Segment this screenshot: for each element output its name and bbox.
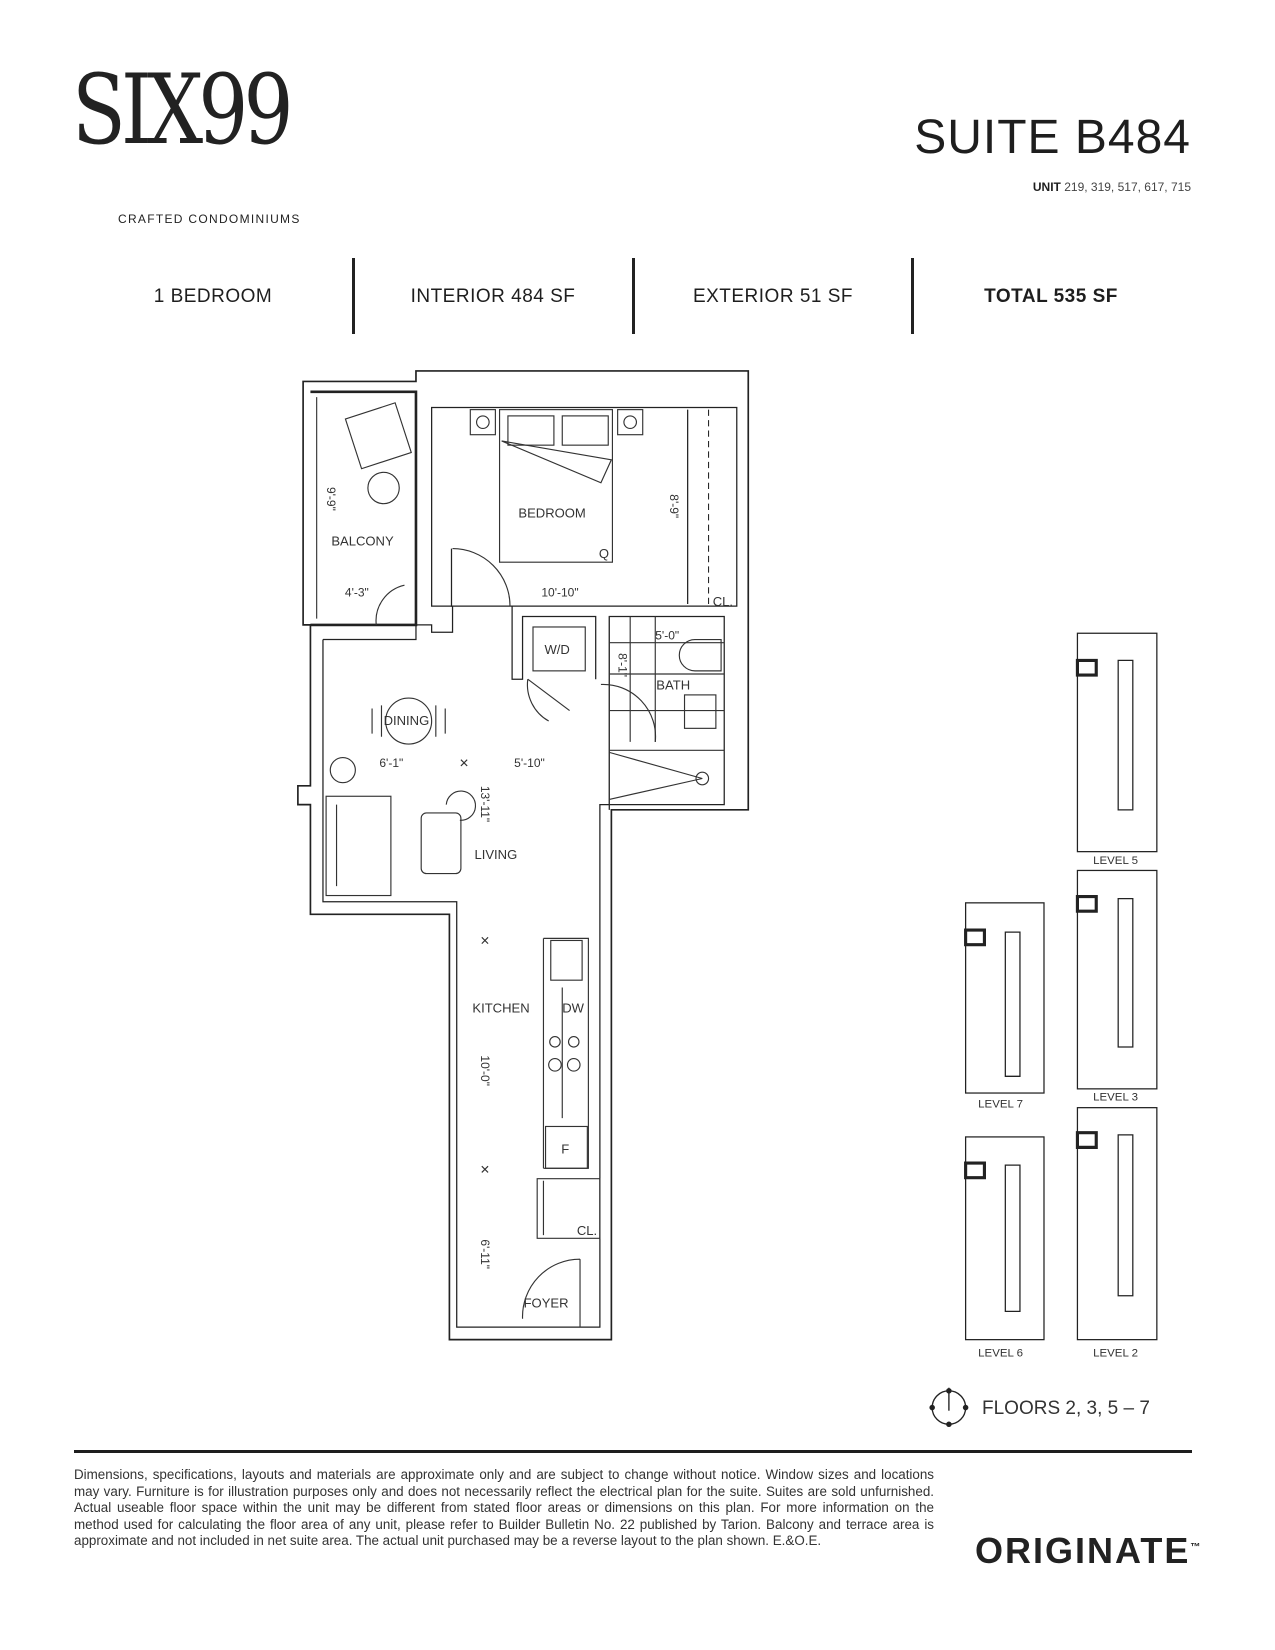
- label-balcony: BALCONY: [331, 533, 394, 548]
- unit-values: 219, 319, 517, 617, 715: [1064, 180, 1191, 194]
- label-living: LIVING: [474, 847, 517, 862]
- dim-bath-h: 8'-1": [616, 653, 630, 677]
- developer-name: ORIGINATE: [975, 1530, 1191, 1571]
- dim-balcony-w: 4'-3": [345, 586, 369, 600]
- six99-logo: SIX99: [72, 54, 294, 166]
- dim-balcony-h: 9'-9": [324, 487, 338, 511]
- key-plan-level-3: [1075, 869, 1158, 1090]
- stat-interior: INTERIOR 484 SF: [410, 286, 576, 307]
- floors-applicable: FLOORS 2, 3, 5 – 7: [982, 1398, 1150, 1419]
- stat-divider: [352, 258, 355, 334]
- label-level-6: LEVEL 6: [978, 1347, 1023, 1359]
- walls: [297, 370, 750, 1341]
- dim-kitchen-h: 10'-0": [478, 1055, 492, 1086]
- label-bath: BATH: [656, 678, 690, 693]
- key-plan-level-2: [1075, 1107, 1158, 1341]
- label-closet: CL.: [713, 594, 733, 609]
- dim-foyer-h: 6'-11": [478, 1239, 492, 1269]
- label-closet-foyer: CL.: [577, 1223, 597, 1238]
- label-wd: W/D: [544, 642, 569, 657]
- stat-total: TOTAL 535 SF: [984, 286, 1118, 307]
- furniture: [325, 402, 725, 1328]
- stat-exterior: EXTERIOR 51 SF: [692, 286, 854, 307]
- key-plan-level-6: [964, 1136, 1045, 1341]
- bed: [498, 409, 613, 563]
- unit-label: UNIT: [1032, 180, 1061, 194]
- key-plan-level-5: [1075, 632, 1158, 853]
- stat-divider: [632, 258, 635, 334]
- key-plan-level-7: [964, 902, 1045, 1094]
- dim-bedroom-h: 8'-9": [667, 494, 681, 518]
- dim-living-w: 5'-10": [514, 756, 545, 770]
- dim-dining-w: 6'-1": [379, 756, 403, 770]
- label-level-5: LEVEL 5: [1093, 855, 1138, 867]
- footer-rule: [74, 1450, 1192, 1453]
- suite-title: SUITE B484: [914, 111, 1191, 164]
- dim-bath-w: 5'-0": [655, 629, 679, 643]
- label-level-2: LEVEL 2: [1093, 1347, 1138, 1359]
- dim-bedroom-w: 10'-10": [541, 586, 578, 600]
- label-dishwasher: DW: [562, 1001, 584, 1016]
- dimensions: 9'-9" 4'-3" 10'-10" 8'-9" 5'-0" 8'-1" 6'…: [324, 487, 681, 1269]
- key-plans: [964, 632, 1158, 1341]
- trademark: ™: [1190, 1542, 1203, 1553]
- sofa: [325, 795, 392, 897]
- label-foyer: FOYER: [524, 1295, 569, 1310]
- fridge: [544, 1125, 588, 1169]
- north-arrow-icon: [929, 1387, 969, 1428]
- stat-divider: [911, 258, 914, 334]
- dim-living-h: 13'-11": [478, 786, 492, 822]
- disclaimer: Dimensions, specifications, layouts and …: [74, 1467, 934, 1548]
- label-dining: DINING: [384, 713, 430, 728]
- label-bed-size: Q: [599, 546, 609, 561]
- key-plan-labels: LEVEL 5 LEVEL 7 LEVEL 3 LEVEL 6 LEVEL 2: [978, 855, 1138, 1359]
- label-fridge: F: [561, 1142, 569, 1157]
- label-level-3: LEVEL 3: [1093, 1091, 1138, 1103]
- logo-tagline: CRAFTED CONDOMINIUMS: [118, 212, 301, 226]
- developer-logo: ORIGINATE™: [975, 1530, 1202, 1572]
- label-level-7: LEVEL 7: [978, 1099, 1023, 1111]
- stat-bedrooms: 1 BEDROOM: [153, 286, 273, 307]
- room-labels: BEDROOM Q BALCONY CL. W/D BATH DINING LI…: [331, 505, 733, 1310]
- label-bedroom: BEDROOM: [518, 505, 585, 520]
- unit-numbers: UNIT 219, 319, 517, 617, 715: [1033, 180, 1191, 194]
- label-kitchen: KITCHEN: [472, 1001, 529, 1016]
